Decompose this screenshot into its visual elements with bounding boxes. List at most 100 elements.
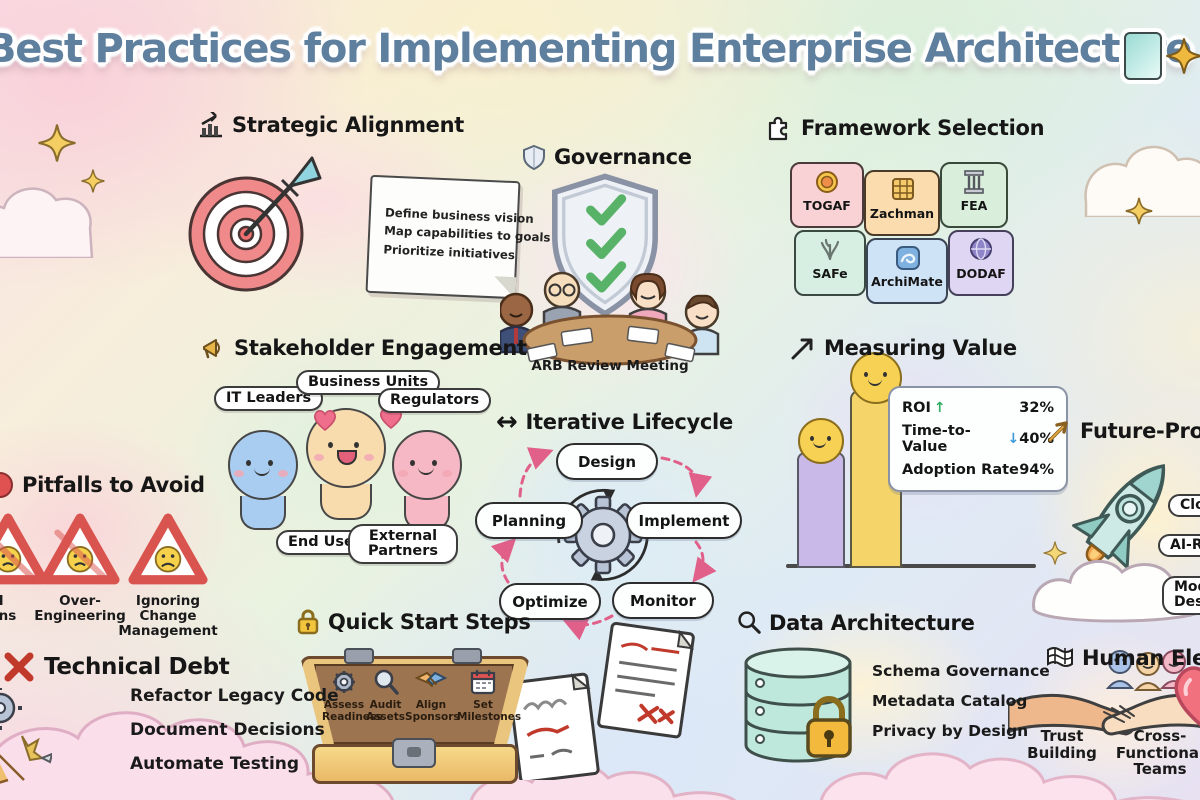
section-governance-header: Governance <box>522 144 692 170</box>
section-title: Pitfalls to Avoid <box>22 473 205 497</box>
sparkle-icon <box>38 124 76 162</box>
megaphone-icon <box>203 339 220 359</box>
page-title: Best Practices for Implementing Enterpri… <box>0 26 1192 72</box>
section-quick-start-header: Quick Start Steps <box>296 608 531 636</box>
sparkle-icon <box>81 169 105 193</box>
arb-meeting-illustration <box>500 271 720 366</box>
shield-icon <box>523 144 545 170</box>
section-stakeholder-engagement-header: Stakeholder Engagement <box>200 335 527 361</box>
lifecycle-node-implement: Implement <box>626 502 742 539</box>
section-title: Iterative Lifecycle <box>525 410 734 434</box>
handshake-illustration <box>1008 650 1200 736</box>
globe-icon <box>970 238 992 260</box>
step-align: Align Sponsors <box>405 668 460 723</box>
handshake-icon <box>414 671 448 687</box>
bar-baseline <box>786 564 1036 568</box>
puzzle-piece-fea: FEA <box>940 162 1008 228</box>
puzzle-piece-dodaf: DODAF <box>948 230 1014 296</box>
toolbox-illustration: Assess Readiness Audit Assets Align Spon… <box>300 648 530 784</box>
step-assess: Assess Readiness <box>322 668 383 723</box>
framework-label: DODAF <box>956 266 1006 281</box>
tech-debt-item: Refactor Legacy Code <box>130 686 339 706</box>
human-label: Cross-Functional Teams <box>1115 727 1200 778</box>
column-icon <box>964 170 984 194</box>
section-technical-debt-header: Technical Debt <box>2 650 230 684</box>
chart-increasing-icon <box>200 112 222 138</box>
toolbox-steps: Assess Readiness Audit Assets Align Spon… <box>322 668 521 723</box>
bar-short-purple <box>797 452 845 568</box>
data-arch-item: Schema Governance <box>872 662 1050 680</box>
stakeholder-bubble: External Partners <box>348 524 458 565</box>
down-arrow-icon: ↓ <box>1007 431 1020 447</box>
grid-icon <box>892 178 914 200</box>
framework-puzzle-grid: TOGAF Zachman FEA SAFe <box>780 148 1014 304</box>
framework-label: FEA <box>960 198 988 213</box>
magnifier-icon <box>738 611 761 634</box>
sparkle-icon <box>1166 38 1200 74</box>
section-title: Framework Selection <box>801 115 1045 140</box>
left-right-arrow-icon: ↔ <box>496 407 518 437</box>
puzzle-piece-zachman: Zachman <box>864 170 940 236</box>
tech-debt-item: Automate Testing <box>130 754 300 774</box>
lifecycle-node-planning: Planning <box>475 502 583 539</box>
framework-label: SAFe <box>812 266 848 281</box>
database-illustration <box>744 647 852 763</box>
gold-arrow-icon <box>1048 421 1068 442</box>
section-data-architecture-header: Data Architecture <box>736 610 975 635</box>
red-x-icon <box>4 652 34 682</box>
up-arrow-icon: ↑ <box>933 400 946 416</box>
metric-row-roi: ROI ↑ 32% <box>902 400 1054 416</box>
pitfall-label: Over-Engineering <box>34 593 126 624</box>
section-strategic-alignment-header: Strategic Alignment <box>198 112 464 138</box>
tree-icon <box>820 238 840 261</box>
magnifier-icon <box>374 669 399 695</box>
strategy-note-card: Define business vision Map capabilities … <box>365 174 551 300</box>
mini-people <box>1105 650 1189 691</box>
framework-label: Zachman <box>869 206 935 221</box>
metric-row-adoption-rate: Adoption Rate 94% <box>902 462 1054 478</box>
pitfall-label: Siloed Decisions <box>0 594 17 624</box>
sparkle-icon <box>1043 541 1067 565</box>
section-pitfalls-header: Pitfalls to Avoid <box>0 472 205 498</box>
lifecycle-arrows <box>490 447 717 641</box>
section-title: Future-Proofing <box>1080 419 1200 443</box>
toolbox-clasp <box>392 738 436 768</box>
stakeholder-character-blue <box>228 430 298 530</box>
future-tag: AI-Ready <box>1158 534 1200 558</box>
toolbox-hinge <box>344 648 374 664</box>
section-iterative-lifecycle-header: ↔ Iterative Lifecycle <box>496 407 734 437</box>
puzzle-piece-togaf: TOGAF <box>790 162 864 228</box>
tablet-card-icon <box>1124 32 1162 80</box>
stakeholder-bubble: Regulators <box>378 388 492 414</box>
banner-icon <box>1047 647 1073 667</box>
section-title: Human Element <box>1082 646 1200 670</box>
section-framework-selection-header: Framework Selection <box>766 114 1045 141</box>
section-title: Measuring Value <box>824 336 1017 360</box>
warning-triangle <box>128 513 208 585</box>
human-label: Trust Building <box>1027 727 1097 762</box>
lifecycle-node-optimize: Optimize <box>499 583 601 620</box>
section-title: Quick Start Steps <box>328 610 531 634</box>
section-title: Strategic Alignment <box>232 113 465 137</box>
lifecycle-node-monitor: Monitor <box>612 582 714 619</box>
heart-icon <box>1174 666 1200 727</box>
padlock-icon <box>806 696 852 758</box>
puzzle-icon <box>768 116 788 141</box>
section-future-proofing-header: Future-Proofing <box>1046 418 1200 444</box>
prohibition-circle-icon <box>0 472 14 498</box>
step-audit: Audit Assets <box>366 668 405 723</box>
calendar-icon <box>470 669 496 695</box>
future-tag: Modular Design <box>1162 576 1200 615</box>
bar-smiley-small <box>798 418 844 464</box>
warning-triangle <box>40 513 120 585</box>
puzzle-piece-archimate: ArchiMate <box>866 238 948 304</box>
stakeholder-character-pink <box>392 430 462 530</box>
metrics-card: ROI ↑ 32% Time-to-Value ↓ 40% Adoption R… <box>888 386 1068 492</box>
target-arrow-illustration <box>188 156 322 292</box>
sparkle-icon <box>1125 197 1153 225</box>
pitfall-label: Ignoring Change Management <box>118 593 218 639</box>
section-title: Stakeholder Engagement <box>234 336 527 360</box>
heart-icon <box>314 410 336 432</box>
step-milestones: Set Milestones <box>457 668 521 723</box>
metric-row-time-to-value: Time-to-Value ↓ 40% <box>902 423 1054 455</box>
